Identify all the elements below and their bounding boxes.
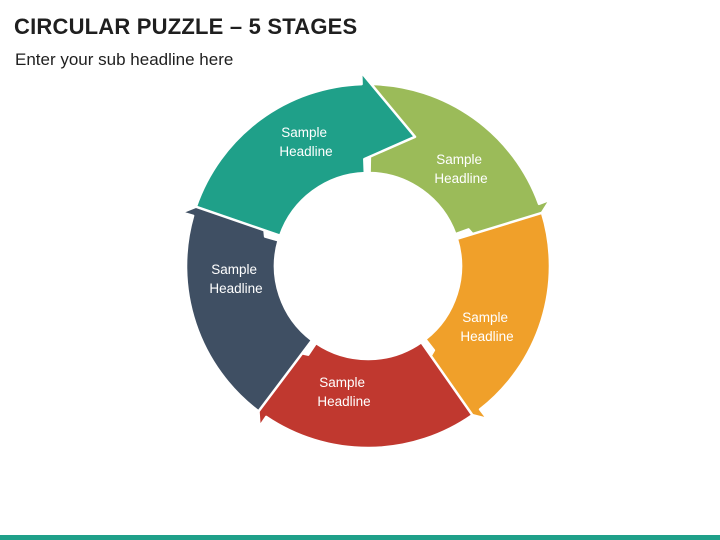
slide-subtitle: Enter your sub headline here xyxy=(15,50,234,69)
footer-bar xyxy=(0,535,720,540)
stage-1-label: Sample Headline xyxy=(279,125,332,159)
stage-4-label: Sample Headline xyxy=(317,375,370,409)
stage-3-segment xyxy=(404,211,552,421)
stage-1-segment xyxy=(194,70,417,237)
stage-3-label: Sample Headline xyxy=(460,310,513,344)
slide-title: CIRCULAR PUZZLE – 5 STAGES xyxy=(14,14,358,39)
stage-2-label: Sample Headline xyxy=(434,152,487,186)
stage-5-segment xyxy=(180,180,314,413)
stage-4-segment xyxy=(252,340,474,450)
stage-5-label: Sample Headline xyxy=(209,262,262,296)
